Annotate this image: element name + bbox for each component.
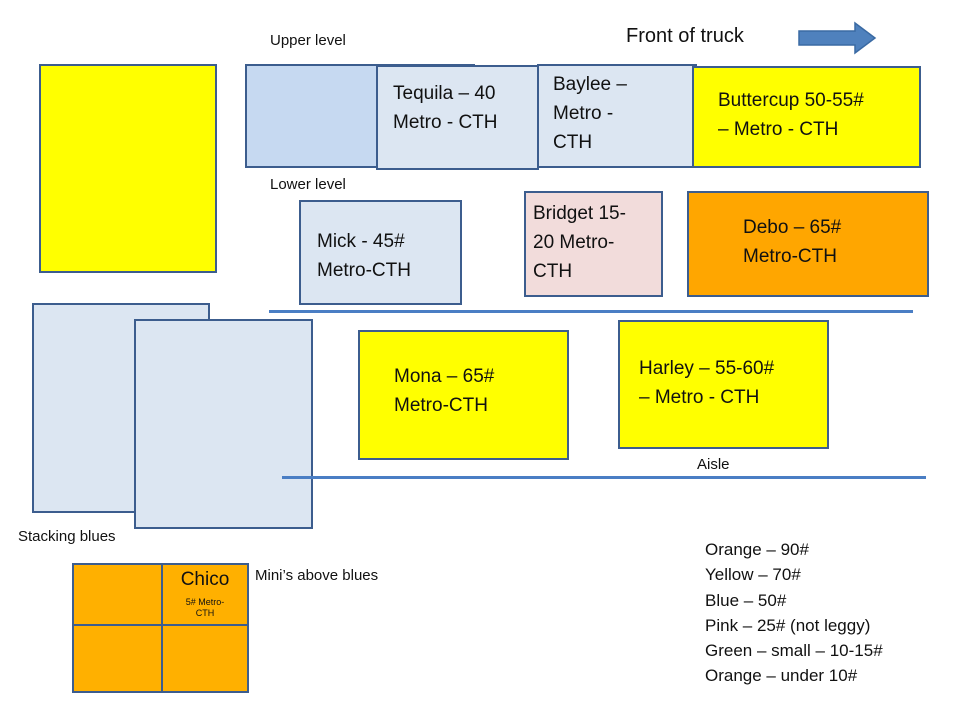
- crate-mick: Mick - 45# Metro-CTH: [299, 200, 462, 305]
- crate-bridget-label: Bridget 15- 20 Metro- CTH: [533, 203, 626, 282]
- crate-mona: Mona – 65# Metro-CTH: [358, 330, 569, 460]
- crate-debo-label: Debo – 65# Metro-CTH: [743, 217, 842, 267]
- legend-item: Pink – 25# (not leggy): [705, 615, 871, 635]
- crate-mona-label: Mona – 65# Metro-CTH: [394, 366, 495, 416]
- stacking-blues-label: Stacking blues: [18, 528, 116, 545]
- legend-item: Green – small – 10-15#: [705, 641, 883, 661]
- crate-tequila: Tequila – 40 Metro - CTH: [376, 65, 539, 170]
- crate-bridget: Bridget 15- 20 Metro- CTH: [524, 191, 663, 297]
- crate-mick-label: Mick - 45# Metro-CTH: [317, 231, 411, 281]
- legend-item: Orange – 90#: [705, 540, 809, 559]
- weight-legend: Orange – 90# Yellow – 70# Blue – 50# Pin…: [705, 537, 883, 689]
- crate-chico-block: Chico 5# Metro- CTH: [72, 563, 249, 693]
- aisle-label: Aisle: [697, 456, 730, 473]
- aisle-divider-upper: [269, 310, 913, 313]
- crate-baylee: Baylee – Metro - CTH: [537, 64, 697, 168]
- front-of-truck-label: Front of truck: [626, 25, 744, 47]
- minis-label: Mini’s above blues: [255, 567, 379, 584]
- chico-grid-horizontal: [74, 624, 247, 626]
- crate-buttercup-label: Buttercup 50-55# – Metro - CTH: [718, 90, 864, 140]
- crate-harley: Harley – 55-60# – Metro - CTH: [618, 320, 829, 449]
- legend-item: Blue – 50#: [705, 590, 787, 610]
- crate-debo: Debo – 65# Metro-CTH: [687, 191, 929, 297]
- legend-item: Orange – under 10#: [705, 666, 858, 686]
- chico-grid-vertical: [161, 565, 163, 691]
- crate-tequila-label: Tequila – 40 Metro - CTH: [393, 83, 498, 133]
- crate-baylee-label: Baylee – Metro - CTH: [553, 74, 627, 153]
- aisle-divider-lower: [282, 476, 926, 479]
- crate-buttercup: Buttercup 50-55# – Metro - CTH: [692, 66, 921, 168]
- crate-chico-name: Chico: [180, 569, 230, 590]
- lower-level-label: Lower level: [270, 176, 346, 193]
- crate-stacking-blue-front: [134, 319, 313, 529]
- crate-harley-label: Harley – 55-60# – Metro - CTH: [639, 358, 775, 408]
- crate-chico-detail: 5# Metro- CTH: [185, 597, 225, 618]
- legend-item: Yellow – 70#: [705, 565, 801, 585]
- crate-yellow-tall: [39, 64, 217, 273]
- upper-level-label: Upper level: [270, 32, 346, 49]
- right-arrow-icon: [798, 21, 877, 55]
